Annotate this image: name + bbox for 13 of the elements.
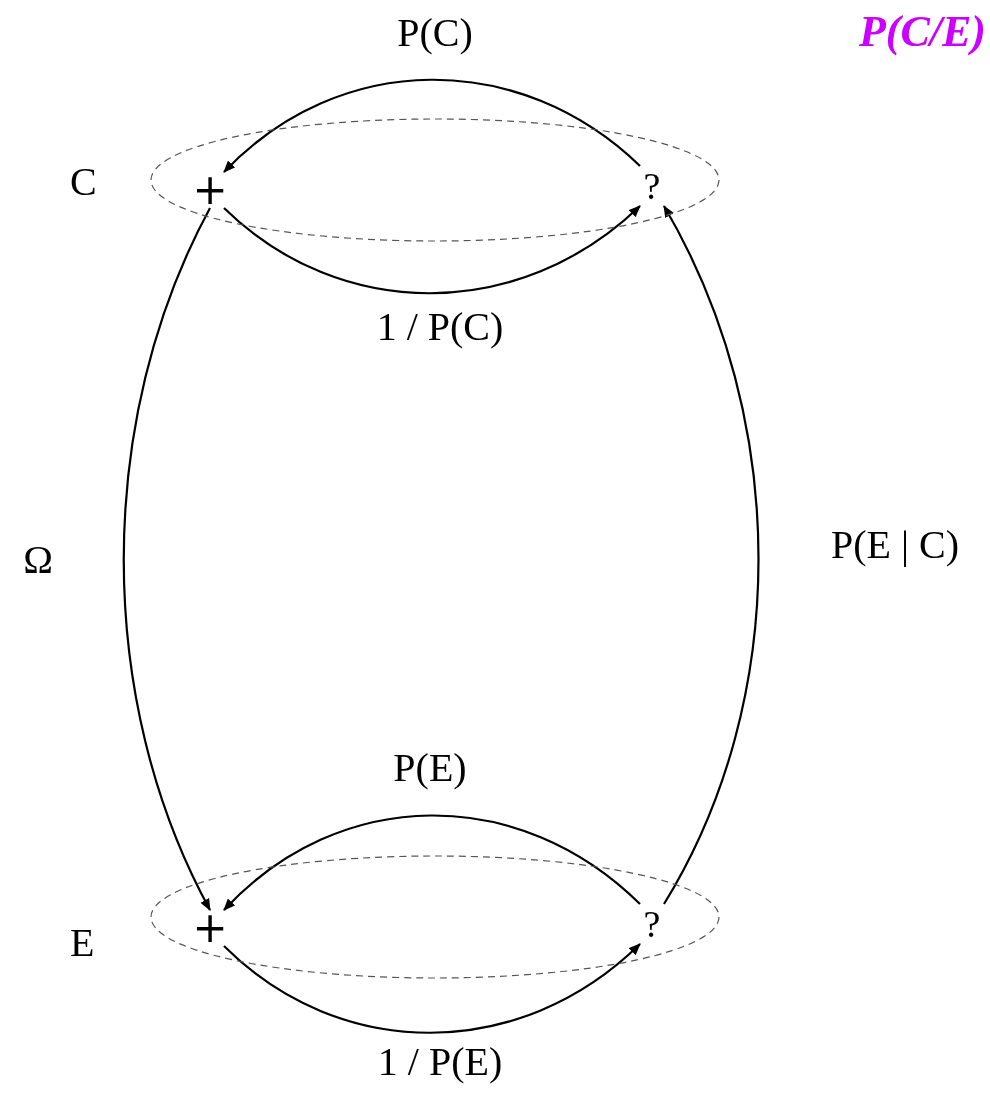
- curved-arrow: [223, 205, 641, 295]
- curved-arrow: [223, 943, 641, 1034]
- point-label: +: [196, 910, 224, 946]
- point-label: +: [196, 172, 224, 208]
- point-label: ?: [640, 166, 664, 206]
- formula-note: P(C/E): [858, 10, 986, 54]
- curved-arrow: [223, 78, 641, 173]
- set-label: C: [70, 162, 97, 202]
- curved-arrow: [223, 814, 641, 911]
- curved-arrow: [122, 207, 211, 911]
- curved-arrow: [663, 205, 760, 905]
- set-label: E: [70, 923, 95, 963]
- point-label: ?: [640, 904, 664, 944]
